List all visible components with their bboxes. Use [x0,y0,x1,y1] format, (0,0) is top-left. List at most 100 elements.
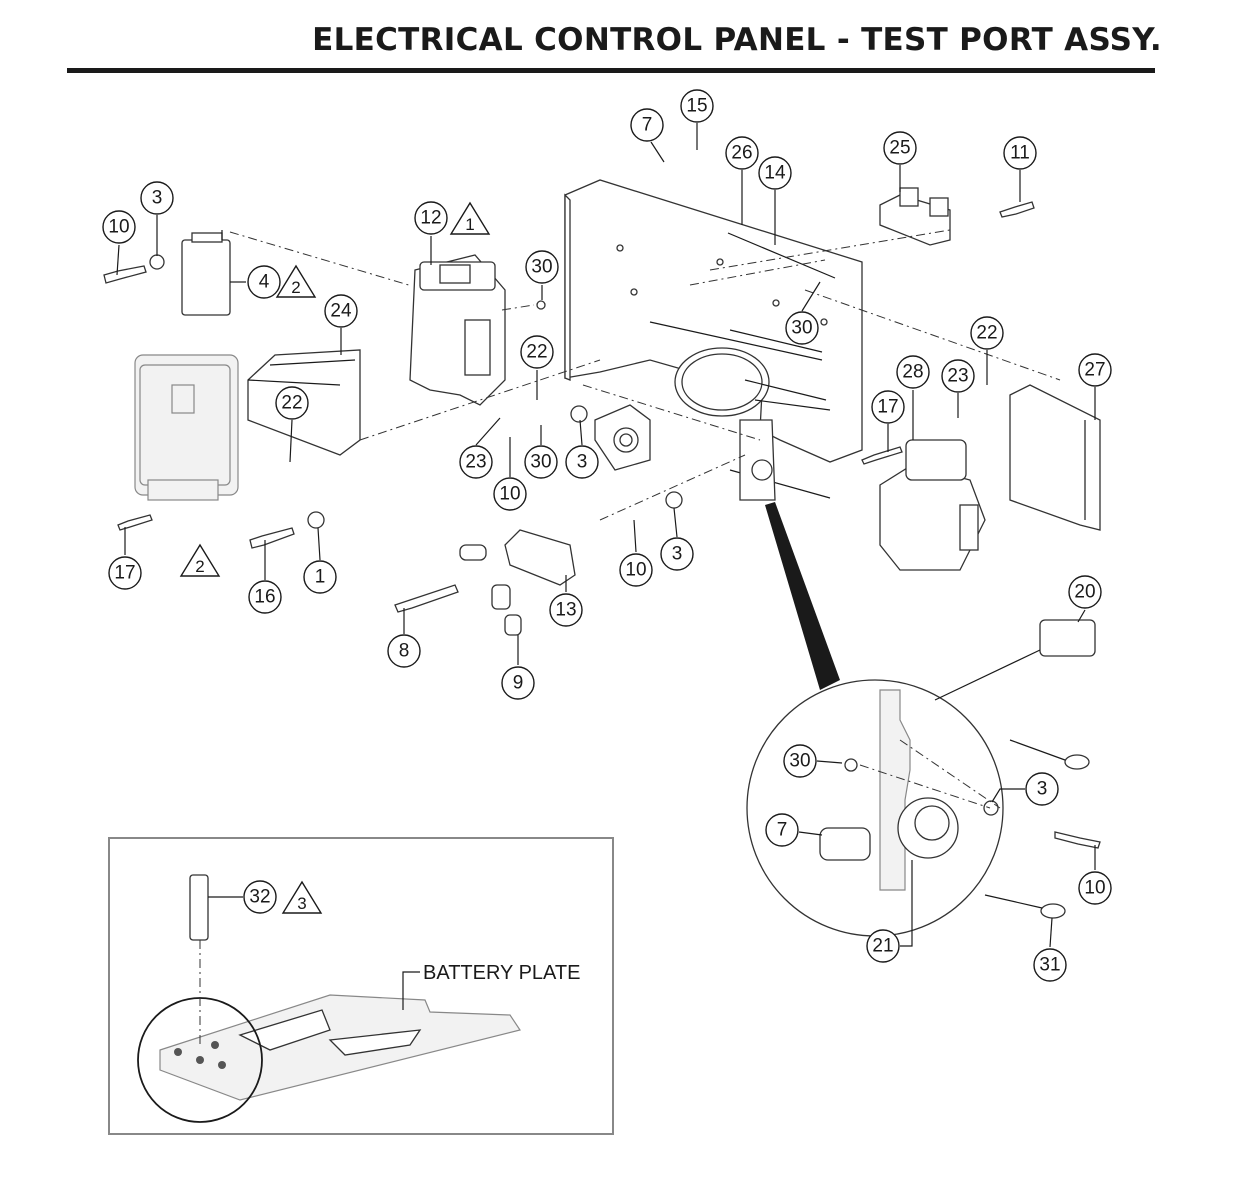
svg-text:1: 1 [315,567,326,588]
svg-text:12: 12 [420,208,441,229]
inset-box [108,837,614,1135]
callout-30-d: 30 [783,744,817,778]
callout-10-b: 10 [493,477,527,511]
page-title: ELECTRICAL CONTROL PANEL - TEST PORT ASS… [312,22,1162,58]
controller-2 [134,354,239,501]
callout-12: 12 [414,201,448,235]
callout-3-a: 3 [140,181,174,215]
callout-30-a: 30 [525,250,559,284]
callout-10-a: 10 [102,210,136,244]
callout-17-b: 17 [108,556,142,590]
callout-32: 32 [243,880,277,914]
test-connector-13 [459,529,576,636]
callout-24: 24 [324,294,358,328]
callout-22-c: 22 [970,316,1004,350]
svg-text:28: 28 [902,362,923,383]
callout-30-b: 30 [524,445,558,479]
ecu-12 [409,254,506,406]
svg-text:17: 17 [114,563,135,584]
callout-23-a: 23 [459,445,493,479]
svg-text:30: 30 [791,318,812,339]
callout-22-b: 22 [520,335,554,369]
callout-13: 13 [549,593,583,627]
callout-17-a: 17 [871,390,905,424]
callout-3-c: 3 [660,537,694,571]
callout-27: 27 [1078,353,1112,387]
svg-text:3: 3 [1037,779,1048,800]
callout-16: 16 [248,580,282,614]
callout-28: 28 [896,355,930,389]
svg-text:10: 10 [625,560,646,581]
note-triangle-2-a: 2 [275,264,317,298]
svg-text:22: 22 [976,323,997,344]
svg-text:3: 3 [297,894,306,913]
svg-text:14: 14 [764,163,786,184]
test-port-bracket [594,404,776,501]
callout-14: 14 [758,156,792,190]
terminal-board-27 [1009,384,1101,531]
svg-text:22: 22 [526,342,547,363]
callout-22-a: 22 [275,386,309,420]
title-rule [67,68,1155,73]
module-4 [181,230,231,316]
svg-text:26: 26 [731,143,752,164]
note-triangle-1: 1 [449,201,491,235]
callout-3-b: 3 [565,445,599,479]
svg-text:7: 7 [777,820,788,841]
svg-text:30: 30 [531,257,552,278]
svg-text:10: 10 [1084,878,1105,899]
module-28 [879,439,986,571]
callout-23-b: 23 [941,359,975,393]
callout-leaders [116,123,1096,1010]
callout-30-c: 30 [785,311,819,345]
svg-text:30: 30 [530,452,551,473]
note-triangle-3: 3 [281,880,323,914]
callout-31: 31 [1033,948,1067,982]
svg-text:13: 13 [555,600,576,621]
svg-text:10: 10 [499,484,520,505]
svg-text:20: 20 [1074,582,1095,603]
svg-text:25: 25 [889,138,910,159]
callout-1: 1 [303,560,337,594]
svg-text:1: 1 [465,215,474,234]
battery-plate-label: BATTERY PLATE [423,962,580,984]
svg-text:27: 27 [1084,360,1105,381]
bolts [103,201,1101,849]
svg-text:4: 4 [259,272,270,293]
svg-text:7: 7 [642,115,653,136]
callout-15: 15 [680,89,714,123]
svg-text:2: 2 [291,278,300,297]
svg-text:3: 3 [672,544,683,565]
callout-7-a: 7 [630,108,664,142]
callout-4: 4 [247,265,281,299]
svg-text:8: 8 [399,641,410,662]
detail-view [746,502,1096,937]
svg-text:30: 30 [789,751,810,772]
assembly-lines [229,229,1061,809]
svg-text:32: 32 [249,887,270,908]
callout-7-b: 7 [765,813,799,847]
svg-text:9: 9 [513,673,524,694]
callout-10-d: 10 [1078,871,1112,905]
callout-11: 11 [1003,136,1037,170]
svg-text:17: 17 [877,397,898,418]
callout-3-d: 3 [1025,772,1059,806]
svg-text:15: 15 [686,96,707,117]
callout-21: 21 [866,929,900,963]
callout-26: 26 [725,136,759,170]
svg-text:3: 3 [152,188,163,209]
callout-25: 25 [883,131,917,165]
callout-20: 20 [1068,575,1102,609]
svg-text:23: 23 [947,366,968,387]
note-triangle-2-b: 2 [179,543,221,577]
callout-9: 9 [501,666,535,700]
svg-text:23: 23 [465,452,486,473]
svg-text:2: 2 [195,557,204,576]
callout-8: 8 [387,634,421,668]
svg-text:21: 21 [872,936,893,957]
svg-text:22: 22 [281,393,302,414]
svg-text:10: 10 [108,217,129,238]
svg-text:31: 31 [1039,955,1060,976]
svg-text:16: 16 [254,587,275,608]
